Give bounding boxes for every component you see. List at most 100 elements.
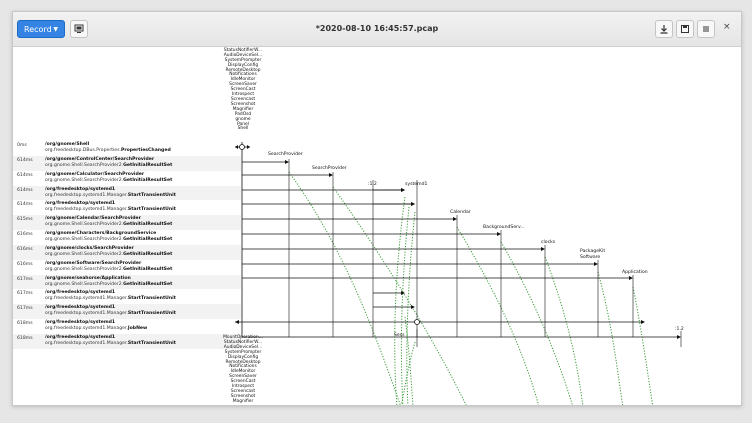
reply-connector xyxy=(288,171,401,405)
reply-connector xyxy=(394,196,406,405)
lane-label: Sess xyxy=(394,332,405,338)
client-name: IdleMonitor xyxy=(230,77,256,83)
message-row[interactable]: 614ms/org/gnome/ControlCenter/SearchProv… xyxy=(13,156,241,171)
arrowhead xyxy=(247,145,250,149)
client-name: Screenshot xyxy=(230,393,256,399)
signal-origin xyxy=(414,319,420,325)
message-interface: org.gnome.Shell.SearchProvider2.GetIniti… xyxy=(45,178,173,183)
lane-label: Software xyxy=(580,254,600,260)
message-path: /org/freedesktop/systemd1 xyxy=(45,187,116,192)
message-interface: org.freedesktop.systemd1.Manager.StartTr… xyxy=(45,296,176,301)
lane-label: :1.2 xyxy=(675,326,684,332)
client-name: RemoteDesktop xyxy=(225,67,261,73)
message-path: /org/gnome/clocks/SearchProvider xyxy=(45,246,134,251)
client-name: gnome xyxy=(235,116,251,122)
message-path: /org/gnome/Calendar/SearchProvider xyxy=(45,216,141,221)
arrowhead xyxy=(285,160,289,164)
client-name: StatusNotifierW... xyxy=(223,47,263,53)
lane-label: Calendar xyxy=(450,209,471,215)
client-name: Screencast xyxy=(230,96,256,102)
message-path: /org/gnome/Characters/BackgroundService xyxy=(45,231,157,236)
client-name: AudioDeviceSel... xyxy=(223,52,263,58)
client-name: DisplayConfig xyxy=(227,62,259,68)
menu-button[interactable] xyxy=(697,20,715,38)
client-name: RemoteDesktop xyxy=(225,359,261,365)
reply-connector xyxy=(597,271,624,405)
message-interface: org.freedesktop.systemd1.Manager.JobNew xyxy=(45,326,148,331)
monitor-button[interactable] xyxy=(70,20,88,38)
message-interface: org.gnome.Shell.SearchProvider2.GetIniti… xyxy=(45,252,173,257)
message-path: /org/freedesktop/systemd1 xyxy=(45,305,116,310)
lane-label: systemd1 xyxy=(405,181,428,187)
message-time: 614ms xyxy=(17,173,33,178)
lane-label: BackgroundServ... xyxy=(483,224,525,230)
client-name: Shell xyxy=(237,126,249,132)
download-button[interactable] xyxy=(655,20,673,38)
record-button[interactable]: Record ▼ xyxy=(17,20,65,38)
message-interface: org.gnome.Shell.SearchProvider2.GetIniti… xyxy=(45,222,173,227)
arrowhead xyxy=(629,276,633,280)
message-time: 616ms xyxy=(17,247,33,252)
message-row[interactable]: 616ms/org/gnome/Characters/BackgroundSer… xyxy=(13,230,241,245)
monitor-icon xyxy=(74,24,84,33)
client-name: Screenshot xyxy=(230,101,256,107)
reply-connector xyxy=(500,241,573,405)
reply-connector xyxy=(400,206,410,405)
arrowhead xyxy=(401,291,405,295)
message-time: 618ms xyxy=(17,336,33,341)
message-interface: org.freedesktop.DBus.Properties.Properti… xyxy=(45,148,171,153)
lane-label: SearchProvider xyxy=(268,151,303,157)
header-bar: Record ▼ *2020-08-10 16:45:57.pcap × xyxy=(13,12,741,47)
message-time: 617ms xyxy=(17,291,33,296)
app-window: Record ▼ *2020-08-10 16:45:57.pcap × 0ms… xyxy=(12,11,742,406)
arrowhead xyxy=(235,145,238,149)
message-time: 616ms xyxy=(17,232,33,237)
message-interface: org.gnome.Shell.SearchProvider2.GetIniti… xyxy=(45,163,173,168)
client-name: MountOperation... xyxy=(218,47,268,49)
lane-label: SearchProvider xyxy=(312,165,347,171)
message-interface: org.freedesktop.systemd1.Manager.StartTr… xyxy=(45,341,176,346)
message-path: /org/gnome/ControlCenter/SearchProvider xyxy=(45,157,155,162)
message-time: 614ms xyxy=(17,202,33,207)
message-row[interactable]: 614ms/org/gnome/Calculator/SearchProvide… xyxy=(13,171,241,186)
lane-label: :1.2 xyxy=(368,181,377,187)
message-time: 618ms xyxy=(17,321,33,326)
client-name: Panel xyxy=(237,121,249,127)
arrowhead xyxy=(497,232,501,236)
client-name: ScreenCast xyxy=(230,379,256,385)
message-path: /org/freedesktop/systemd1 xyxy=(45,335,116,340)
message-interface: org.gnome.Shell.SearchProvider2.GetIniti… xyxy=(45,282,173,287)
reply-connector xyxy=(632,286,654,405)
message-time: 0ms xyxy=(17,143,27,148)
save-button[interactable] xyxy=(676,20,694,38)
client-name: Magnifier xyxy=(232,398,254,404)
record-dropdown-caret-icon[interactable]: ▼ xyxy=(53,26,58,33)
client-name: SystemPrompter xyxy=(224,57,262,63)
message-time: 616ms xyxy=(17,262,33,267)
reply-connector xyxy=(400,341,416,405)
reply-connector xyxy=(404,316,414,405)
client-name: Introspect xyxy=(231,92,255,98)
close-icon[interactable]: × xyxy=(723,22,731,32)
arrowhead xyxy=(411,202,415,206)
client-name: PadOsd xyxy=(234,111,252,117)
record-label: Record xyxy=(24,25,52,34)
message-path: /org/freedesktop/systemd1 xyxy=(45,290,116,295)
message-path: /org/gnome/Shell xyxy=(45,142,90,147)
client-name: DisplayConfig xyxy=(227,354,259,360)
message-time: 617ms xyxy=(17,277,33,282)
message-time: 615ms xyxy=(17,217,33,222)
window-title: *2020-08-10 16:45:57.pcap xyxy=(315,24,439,33)
